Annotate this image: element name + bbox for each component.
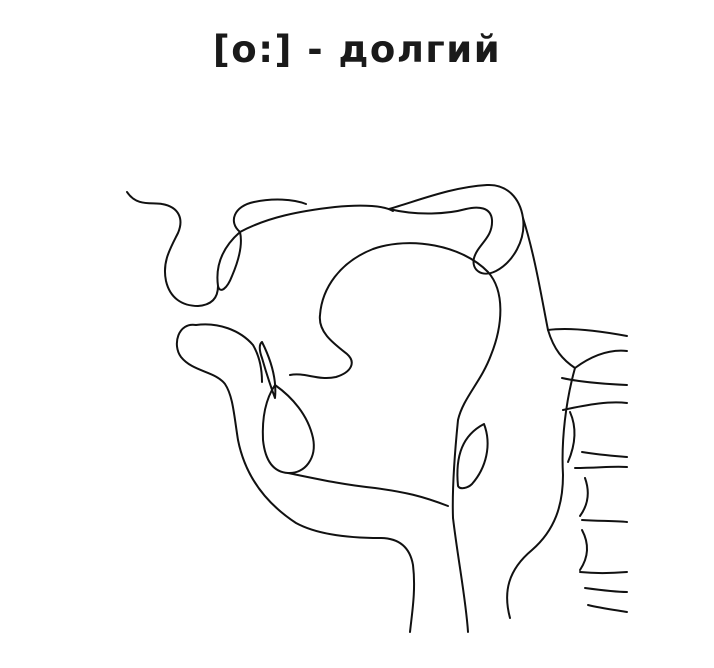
epiglottis-outline — [456, 423, 489, 490]
lower-lip-outline — [176, 323, 416, 633]
vertebra-6 — [579, 571, 628, 613]
soft-palate-outline — [388, 183, 525, 275]
vertebra-2 — [561, 377, 628, 411]
upper-teeth-outline — [216, 231, 242, 291]
hard-palate-outline — [232, 198, 307, 233]
lower-teeth-outline — [258, 341, 277, 399]
tongue-outline — [289, 242, 502, 519]
lower-lip-inner — [195, 323, 263, 383]
pharynx-back-wall — [506, 217, 576, 619]
vertebra-1 — [547, 327, 628, 369]
vertebra-4 — [574, 465, 628, 517]
floor-of-mouth — [287, 472, 469, 633]
vertebra-5 — [579, 519, 628, 571]
upper-lip-outline — [126, 191, 219, 307]
palate-arch-outline — [239, 204, 394, 233]
vertebra-3 — [567, 411, 628, 463]
slide-title: [o:] - долгий — [212, 28, 502, 71]
mandible-inner — [261, 384, 315, 475]
